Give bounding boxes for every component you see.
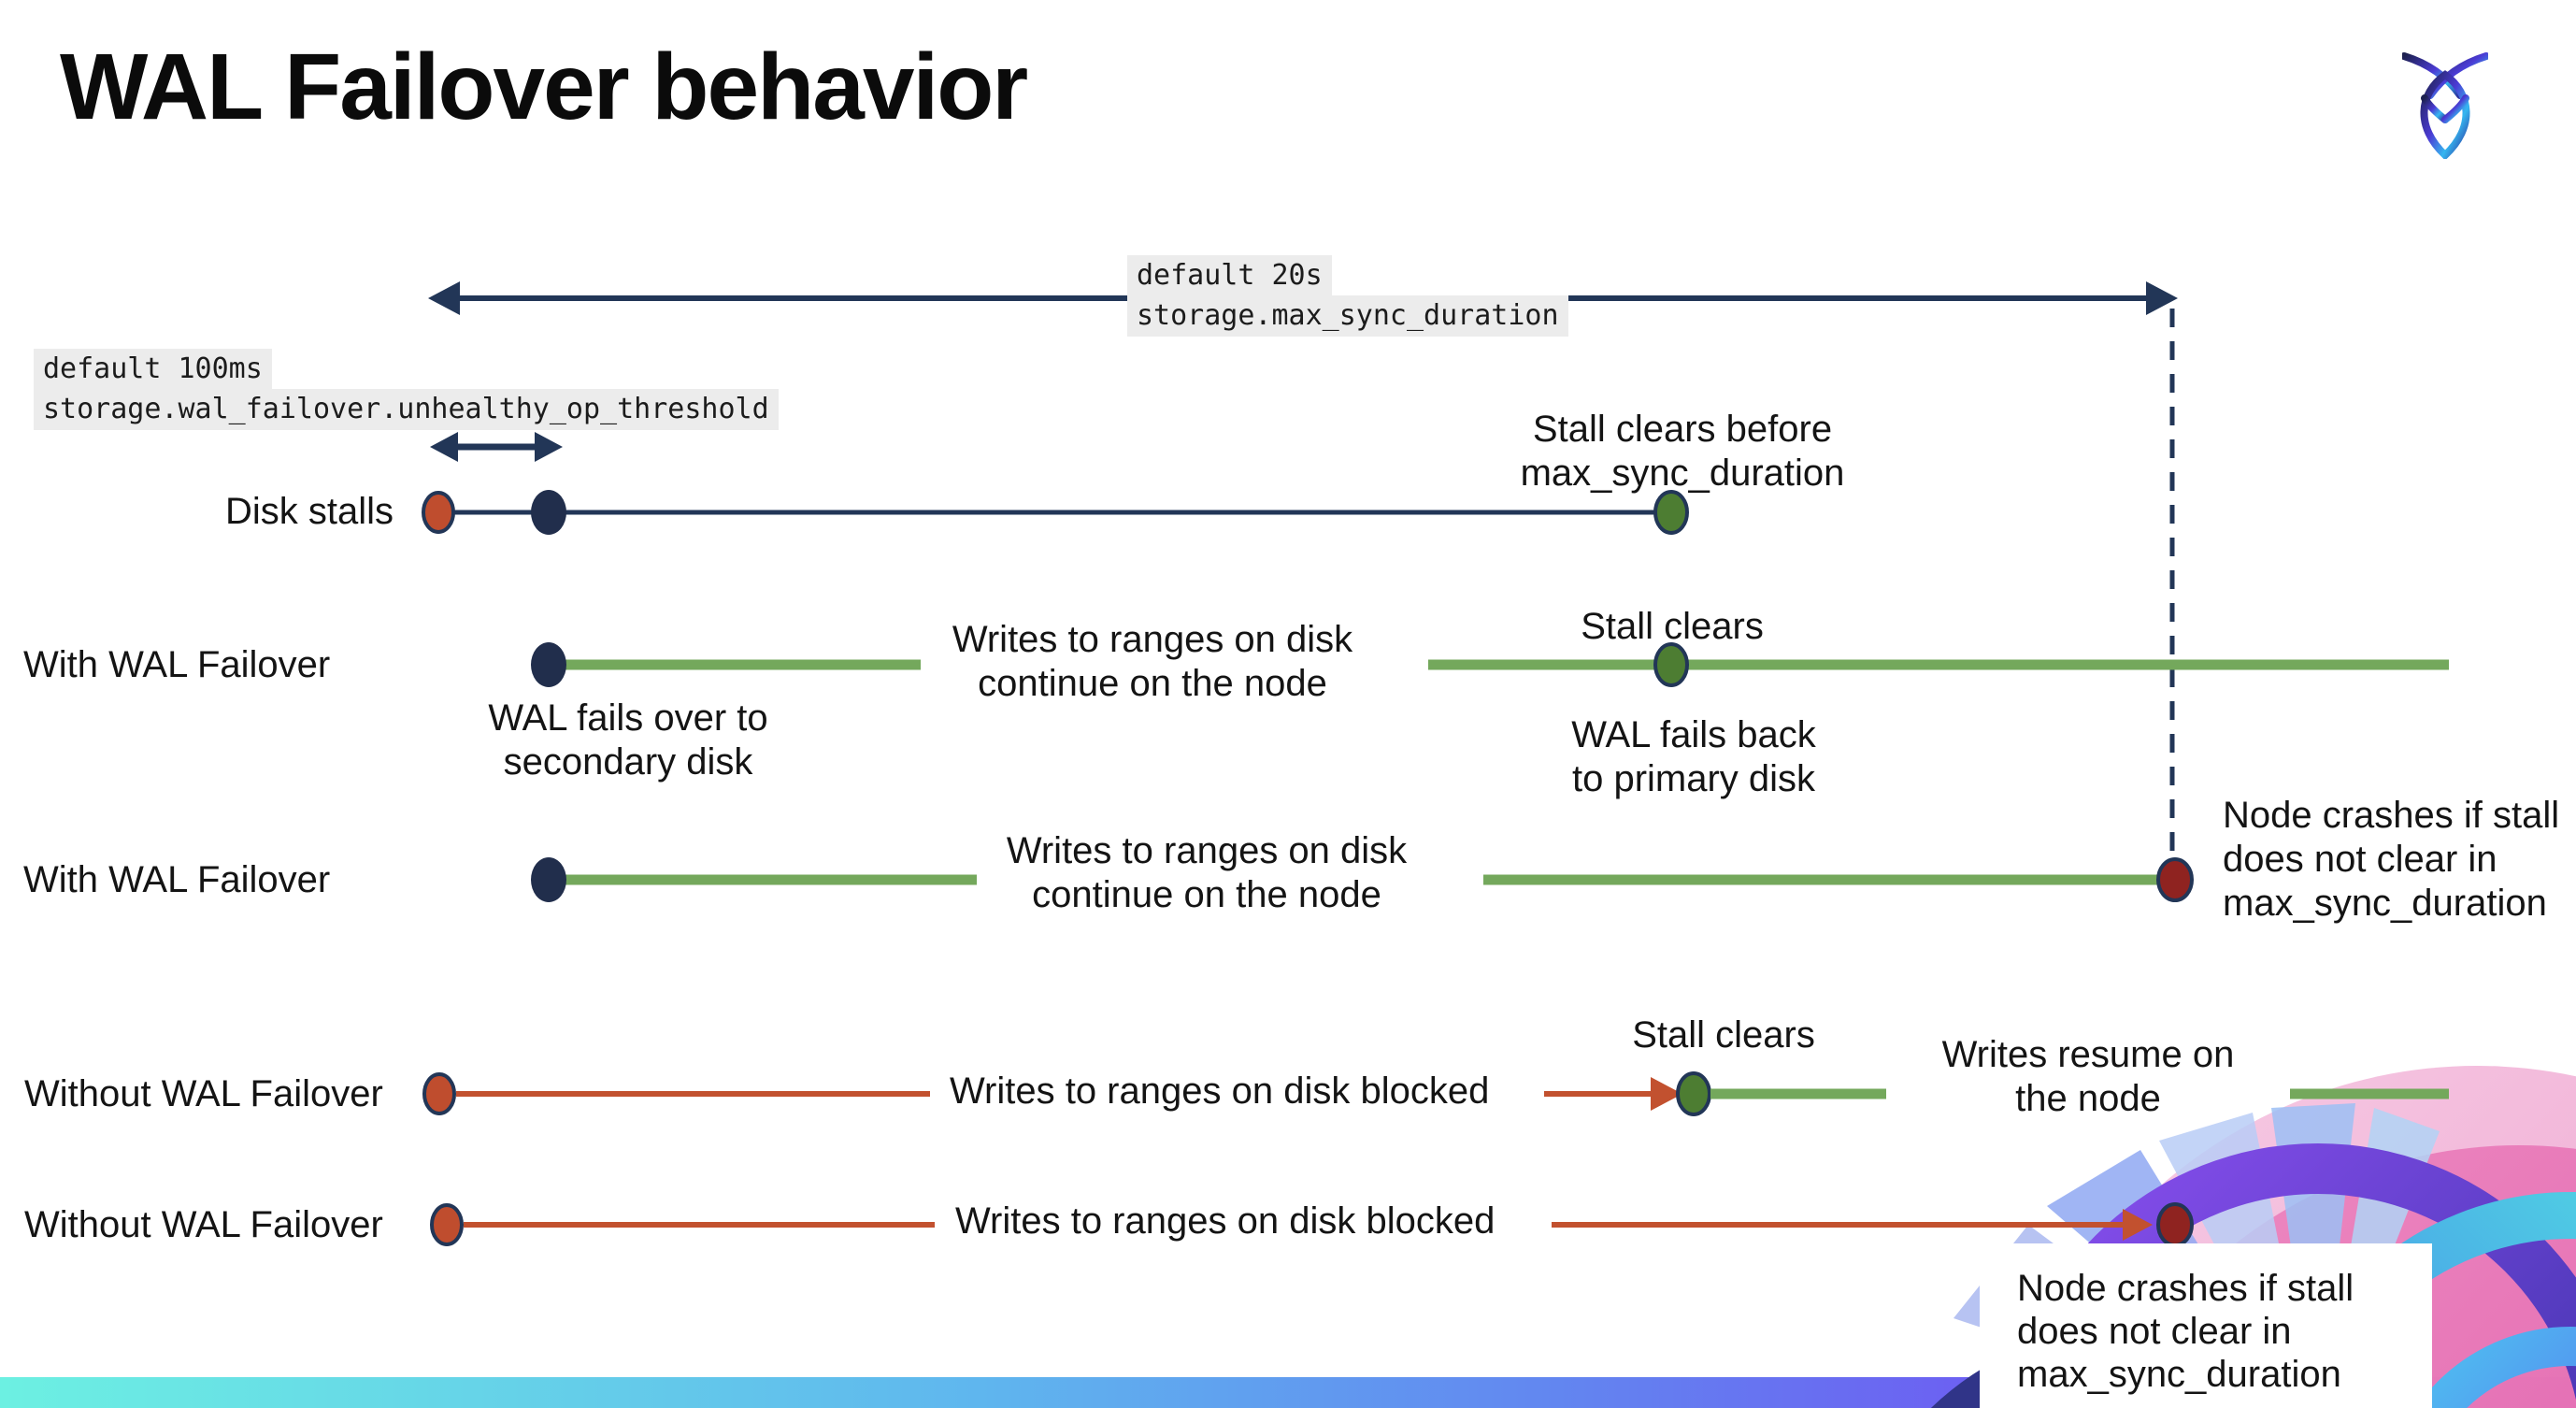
stall-clears-green-dot xyxy=(1676,1071,1711,1116)
code-label-threshold-default: default 100ms xyxy=(34,349,272,390)
annotation-stall-clears-1: Stall clears xyxy=(1581,606,1764,647)
row-label-without-wal-failover-1: Without WAL Failover xyxy=(24,1073,383,1114)
code-label-threshold-setting: storage.wal_failover.unhealthy_op_thresh… xyxy=(34,389,779,430)
code-label-max-sync-default: default 20s xyxy=(1127,255,1332,296)
row-label-with-wal-failover-2: With WAL Failover xyxy=(23,859,331,900)
stall-clears-green-dot xyxy=(1653,490,1689,535)
annotation-writes-continue-1: Writes to ranges on disk continue on the… xyxy=(952,619,1353,704)
annotation-writes-continue-2: Writes to ranges on disk continue on the… xyxy=(1006,830,1408,915)
failover-threshold-navy-dot xyxy=(531,490,566,535)
annotation-writes-blocked-2: Writes to ranges on disk blocked xyxy=(955,1200,1496,1242)
failover-navy-dot xyxy=(531,642,566,687)
cockroach-logo xyxy=(2402,52,2488,159)
red-arrowhead xyxy=(1651,1077,1682,1111)
annotation-writes-resume: Writes resume on the node xyxy=(1941,1034,2235,1119)
stall-clears-green-dot xyxy=(1653,642,1689,687)
annotation-stall-clears-before: Stall clears before max_sync_duration xyxy=(1520,409,1845,494)
stall-start-red-dot xyxy=(430,1203,464,1246)
unhealthy-op-threshold-arrow xyxy=(430,432,563,462)
node-crash-callout-box: Node crashes if stall does not clear in … xyxy=(1980,1243,2432,1408)
node-crash-dark-red-dot xyxy=(2156,857,2194,902)
code-label-max-sync-setting: storage.max_sync_duration xyxy=(1127,295,1568,337)
cyan-arch xyxy=(2279,1192,2576,1408)
inner-blue-arch xyxy=(2415,1327,2576,1408)
annotation-node-crashes-1: Node crashes if stall does not clear in … xyxy=(2223,795,2560,924)
row-label-with-wal-failover-1: With WAL Failover xyxy=(23,644,331,685)
failover-navy-dot xyxy=(531,857,566,902)
timeline-with-wal-failover-1 xyxy=(531,642,2449,687)
stall-start-red-dot xyxy=(422,491,455,534)
timeline-disk-stalls xyxy=(422,490,1689,535)
annotation-wal-fails-over: WAL fails over to secondary disk xyxy=(488,697,768,783)
purple-arch xyxy=(2007,1143,2576,1408)
row-label-disk-stalls: Disk stalls xyxy=(225,491,394,532)
logo-mark xyxy=(2402,52,2488,159)
annotation-writes-blocked-1: Writes to ranges on disk blocked xyxy=(950,1070,1490,1112)
annotation-node-crashes-2: Node crashes if stall does not clear in … xyxy=(2017,1268,2354,1395)
annotation-wal-fails-back: WAL fails back to primary disk xyxy=(1571,714,1816,799)
row-label-without-wal-failover-2: Without WAL Failover xyxy=(24,1204,383,1245)
stall-start-red-dot xyxy=(422,1072,456,1115)
page-title: WAL Failover behavior xyxy=(60,35,1028,139)
annotation-stall-clears-2: Stall clears xyxy=(1632,1014,1815,1056)
